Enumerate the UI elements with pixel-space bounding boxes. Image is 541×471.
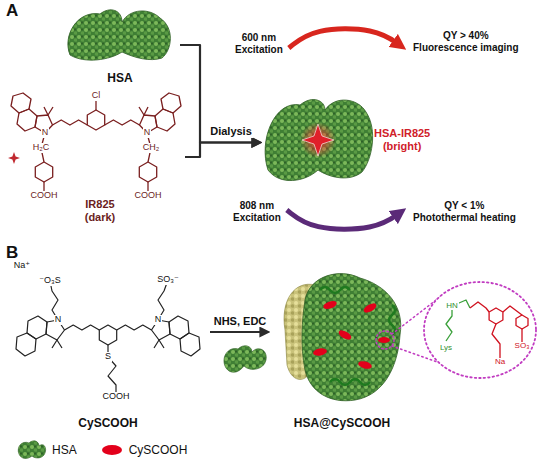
conjugate-figure bbox=[284, 274, 440, 401]
dye-star bbox=[8, 152, 20, 164]
excitation-arrow bbox=[289, 29, 401, 48]
atom-label: Na bbox=[494, 358, 506, 367]
legend-swatch bbox=[102, 445, 122, 455]
node-text: Fluorescence imaging bbox=[413, 42, 519, 54]
legend-swatch bbox=[99, 439, 125, 461]
legend: HSA CySCOOH bbox=[16, 438, 209, 462]
reaction-arrow bbox=[210, 331, 266, 333]
atom-label: ⁻O₃S bbox=[38, 276, 61, 286]
node-text: Excitation bbox=[233, 212, 281, 224]
merge-arrow bbox=[180, 45, 258, 143]
node-text: CySCOOH bbox=[78, 416, 137, 430]
atom-label: N bbox=[154, 315, 163, 325]
legend-text: CySCOOH bbox=[129, 443, 188, 457]
text-group: QY > 40%Fluorescence imaging bbox=[410, 28, 522, 56]
node-text: HSA bbox=[107, 71, 132, 85]
text-group: 808 nmExcitation bbox=[230, 198, 284, 226]
legend-entry: HSA bbox=[16, 438, 77, 462]
ir825-structure bbox=[11, 93, 181, 195]
conjugate-label: HSA@CySCOOH bbox=[272, 262, 412, 432]
node-text: (bright) bbox=[383, 140, 421, 153]
atom-label: SO₃ bbox=[514, 342, 531, 351]
merge-arrow bbox=[185, 143, 258, 158]
text-group: HSA-IR825(bright) bbox=[374, 127, 430, 153]
protein-figure bbox=[68, 10, 170, 60]
dye-structure: IR825(dark) bbox=[15, 88, 185, 226]
excitation-label: 600 nmExcitation bbox=[232, 30, 286, 58]
text-group: 600 nmExcitation bbox=[232, 30, 286, 58]
panel-letter: B bbox=[5, 244, 19, 263]
dye-star bbox=[302, 124, 334, 156]
node-text: IR825 bbox=[85, 198, 114, 211]
atom-label: COOH bbox=[102, 392, 131, 402]
text-group: HSA bbox=[60, 71, 180, 85]
text-group: IR825(dark) bbox=[15, 198, 185, 224]
protein-icon bbox=[18, 441, 45, 459]
legend-entry: CySCOOH bbox=[99, 439, 188, 461]
atom-label: SO₃⁻ bbox=[156, 275, 179, 285]
edge-label: NHS, EDC bbox=[213, 315, 268, 327]
zoom-structure bbox=[446, 300, 528, 360]
atom-label: CH₂ bbox=[142, 143, 161, 153]
atom-label: S bbox=[104, 352, 112, 362]
residue-label: Lys bbox=[439, 344, 453, 353]
atom-label: Na⁺ bbox=[13, 261, 31, 271]
node-text: Photothermal heating bbox=[413, 212, 516, 224]
atom-label: H₂C bbox=[32, 143, 51, 153]
edge-label: Dialysis bbox=[209, 125, 253, 137]
zoom-ellipse bbox=[424, 282, 536, 378]
atom-label: COOH bbox=[30, 191, 59, 201]
node-text: QY < 1% bbox=[444, 200, 484, 212]
node-text: HSA@CySCOOH bbox=[294, 416, 390, 430]
node-text: QY > 40% bbox=[443, 30, 489, 42]
protein-label: HSA bbox=[60, 3, 180, 87]
output-label: QY < 1%Photothermal heating bbox=[410, 198, 519, 226]
node-text: 600 nm bbox=[242, 32, 276, 44]
panel-letter: A bbox=[5, 2, 19, 21]
complex-label: HSA-IR825(bright) bbox=[262, 95, 436, 190]
node-text: 808 nm bbox=[240, 200, 274, 212]
atom-label: COOH bbox=[134, 191, 163, 201]
legend-icon bbox=[16, 438, 48, 462]
protein-icon bbox=[224, 346, 266, 373]
atom-label: N bbox=[41, 128, 50, 138]
cyscooh-structure bbox=[16, 280, 200, 397]
legend-text: HSA bbox=[52, 443, 77, 457]
atom-label: N bbox=[54, 315, 63, 325]
atom-label: HN bbox=[445, 302, 459, 311]
node-text: Excitation bbox=[235, 44, 283, 56]
text-group: QY < 1%Photothermal heating bbox=[410, 198, 519, 226]
atom-label: Cl bbox=[91, 91, 102, 101]
atom-label: N bbox=[143, 128, 152, 138]
output-label: QY > 40%Fluorescence imaging bbox=[410, 28, 522, 56]
excitation-arrow bbox=[287, 210, 401, 229]
glow bbox=[300, 122, 336, 158]
excitation-label: 808 nmExcitation bbox=[230, 198, 284, 226]
node-text: (dark) bbox=[85, 211, 116, 224]
protein-figure bbox=[265, 100, 373, 181]
node-text: HSA-IR825 bbox=[374, 127, 430, 140]
text-group: HSA@CySCOOH bbox=[272, 416, 412, 430]
text-group: CySCOOH bbox=[8, 416, 208, 430]
